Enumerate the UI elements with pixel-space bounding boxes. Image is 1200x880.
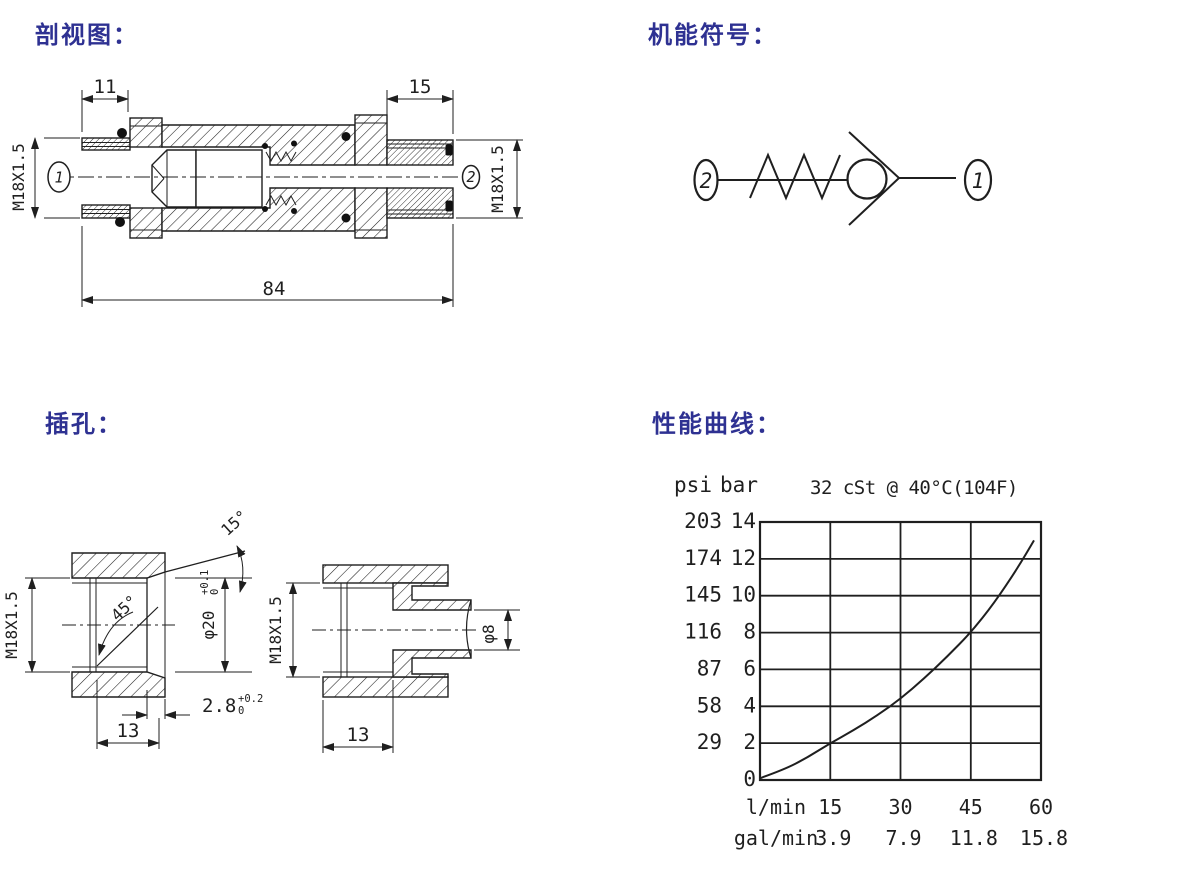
x-tick-galmin: 15.8 — [1020, 826, 1068, 850]
section-view-drawing: 1 2 11 15 84 M18X1.5 M18X1.5 — [9, 76, 523, 307]
symbol-title: 机能符号： — [648, 22, 778, 49]
x-tick-galmin: 11.8 — [950, 826, 998, 850]
seat-cone-line — [96, 606, 159, 667]
x-tick-lmin: 60 — [1029, 795, 1053, 819]
y-tick-bar: 0 — [743, 767, 756, 791]
y-axis-right-label: bar — [720, 473, 758, 497]
seat-tol-upper: +0.2 — [238, 693, 263, 705]
valve-seat-icon — [848, 131, 900, 226]
symbol-port-2-label: 2 — [700, 169, 713, 193]
thread-lines — [82, 122, 453, 231]
cavity-left-depth-label: 13 — [117, 720, 140, 742]
y-tick-bar: 12 — [731, 546, 756, 570]
dim-15: 15 — [409, 76, 432, 98]
y-tick-bar: 8 — [743, 620, 756, 644]
cavity-left-thread-label: M18X1.5 — [2, 591, 21, 658]
thread-label-right: M18X1.5 — [488, 145, 507, 212]
cavity-right-dims — [286, 582, 520, 753]
x-tick-galmin: 3.9 — [815, 826, 851, 850]
dim-84: 84 — [263, 278, 286, 300]
chart-title: 32 cSt @ 40°C(104F) — [810, 477, 1018, 499]
check-ball-icon — [846, 158, 888, 200]
bore-tol-lower: 0 — [209, 589, 221, 595]
pressure-drop-curve — [759, 539, 1035, 780]
plot-border — [758, 520, 1043, 782]
y-axis-left-label: psi — [674, 473, 712, 497]
seat-tol-lower: 0 — [238, 705, 244, 717]
port-2-symbol: 2 — [461, 164, 481, 190]
break-line — [465, 599, 472, 659]
chamfer-45-label: 45° — [107, 591, 141, 625]
x-tick-lmin: 15 — [818, 795, 842, 819]
cavity-drawing: M18X1.5 45° 15° φ20 +0.1 0 2.8 +0.2 0 13 — [2, 506, 520, 753]
bore-tol-upper: +0.1 — [199, 570, 211, 595]
symbol-port-1-circle — [963, 158, 993, 202]
performance-title: 性能曲线： — [652, 411, 782, 438]
y-tick-psi: 58 — [697, 693, 722, 717]
port-2-label: 2 — [466, 168, 475, 186]
cavity-right-thread-label: M18X1.5 — [266, 596, 285, 663]
o-ring-seals — [115, 128, 453, 227]
y-tick-bar: 4 — [743, 693, 756, 717]
thread-label-left: M18X1.5 — [9, 143, 28, 210]
y-tick-psi: 116 — [684, 620, 722, 644]
poppet-assembly — [151, 149, 297, 208]
bore-dia-label: φ20 — [199, 611, 218, 640]
cavity-title: 插孔： — [45, 411, 123, 438]
port-1-label: 1 — [54, 169, 63, 187]
dim-11: 11 — [94, 76, 117, 98]
x-tick-lmin: 30 — [888, 795, 912, 819]
spring-icon — [749, 152, 841, 201]
y-tick-psi: 145 — [684, 583, 722, 607]
cavity-right-depth-label: 13 — [347, 724, 370, 746]
seat-depth-label: 2.8 — [202, 695, 236, 717]
cavity-right-view: M18X1.5 φ8 13 — [266, 564, 520, 753]
dimensions — [31, 90, 523, 307]
function-symbol-drawing: 2 1 — [693, 131, 993, 226]
y-tick-psi: 29 — [697, 730, 722, 754]
port-1-symbol: 1 — [47, 161, 71, 193]
cavity-left-dims — [25, 545, 252, 749]
section-view-title: 剖视图： — [35, 22, 139, 49]
x-axis-primary-label: l/min — [746, 795, 806, 819]
y-tick-psi: 203 — [684, 509, 722, 533]
hole-dia-label: φ8 — [479, 624, 498, 643]
y-tick-bar: 6 — [743, 656, 756, 680]
symbol-port-1-label: 1 — [972, 169, 985, 193]
y-tick-psi: 174 — [684, 546, 722, 570]
y-tick-bar: 14 — [731, 509, 756, 533]
y-tick-bar: 10 — [731, 583, 756, 607]
x-tick-galmin: 7.9 — [885, 826, 921, 850]
cavity-left-view: M18X1.5 45° 15° φ20 +0.1 0 2.8 +0.2 0 13 — [2, 506, 263, 749]
x-axis-secondary-label: gal/min — [734, 826, 818, 850]
seat-15-label: 15° — [217, 506, 251, 539]
y-tick-bar: 2 — [743, 730, 756, 754]
x-tick-lmin: 45 — [959, 795, 983, 819]
y-tick-psi: 87 — [697, 656, 722, 680]
